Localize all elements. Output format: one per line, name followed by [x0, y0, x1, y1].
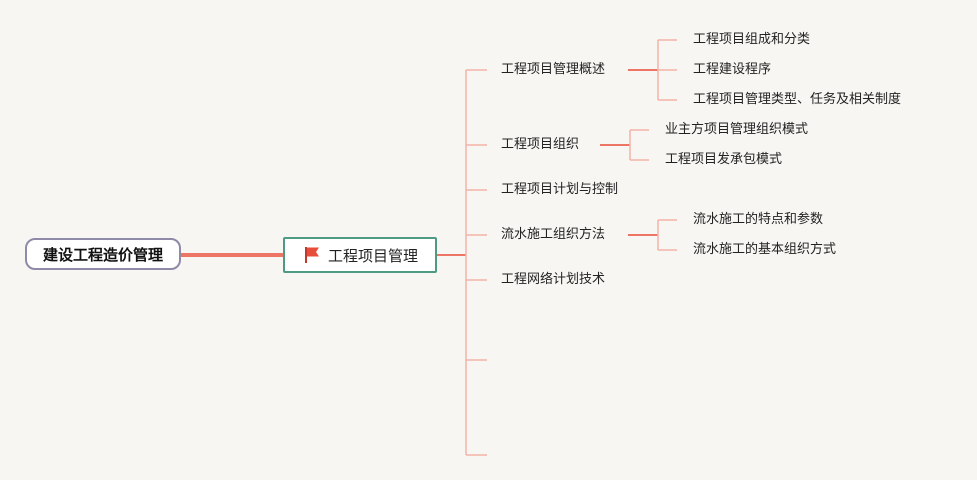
- topic-label: 工程项目管理概述: [501, 62, 606, 77]
- subtopic-node[interactable]: 工程建设程序: [693, 61, 771, 79]
- subtopic-node[interactable]: 工程项目发承包模式: [665, 151, 782, 169]
- root-node-label: 建设工程造价管理: [42, 245, 163, 264]
- topic-label: 工程项目计划与控制: [501, 182, 619, 197]
- subtopic-label: 工程项目发承包模式: [665, 152, 783, 167]
- main-topic-label: 工程项目管理: [327, 246, 418, 265]
- subtopic-node[interactable]: 业主方项目管理组织模式: [665, 121, 808, 139]
- topic-node-organization[interactable]: 工程项目组织: [501, 136, 579, 154]
- subtopic-label: 业主方项目管理组织模式: [665, 122, 809, 137]
- root-node[interactable]: 建设工程造价管理: [25, 238, 181, 270]
- subtopic-label: 流水施工的基本组织方式: [693, 242, 837, 257]
- topic-label: 工程网络计划技术: [501, 272, 606, 287]
- topic-node-flow-construction[interactable]: 流水施工组织方法: [501, 226, 605, 244]
- connector-topic-2-bracket: [629, 129, 649, 161]
- flag-icon: [304, 247, 319, 263]
- topic-node-network-planning[interactable]: 工程网络计划技术: [501, 271, 605, 289]
- connector-topic-4-bracket: [657, 219, 677, 251]
- subtopic-label: 工程项目组成和分类: [693, 32, 811, 47]
- subtopic-label: 流水施工的特点和参数: [693, 212, 824, 227]
- subtopic-label: 工程建设程序: [693, 62, 772, 77]
- connector-topic-1-bracket: [657, 39, 677, 101]
- topic-label: 工程项目组织: [501, 137, 580, 152]
- main-topic-node[interactable]: 工程项目管理: [283, 237, 437, 273]
- subtopic-node[interactable]: 流水施工的基本组织方式: [693, 241, 836, 259]
- subtopic-node[interactable]: 工程项目组成和分类: [693, 31, 810, 49]
- subtopic-label: 工程项目管理类型、任务及相关制度: [693, 92, 902, 107]
- topic-node-overview[interactable]: 工程项目管理概述: [501, 61, 605, 79]
- topic-node-planning-control[interactable]: 工程项目计划与控制: [501, 181, 618, 199]
- subtopic-node[interactable]: 流水施工的特点和参数: [693, 211, 823, 229]
- subtopic-node[interactable]: 工程项目管理类型、任务及相关制度: [693, 91, 901, 109]
- topic-label: 流水施工组织方法: [501, 227, 606, 242]
